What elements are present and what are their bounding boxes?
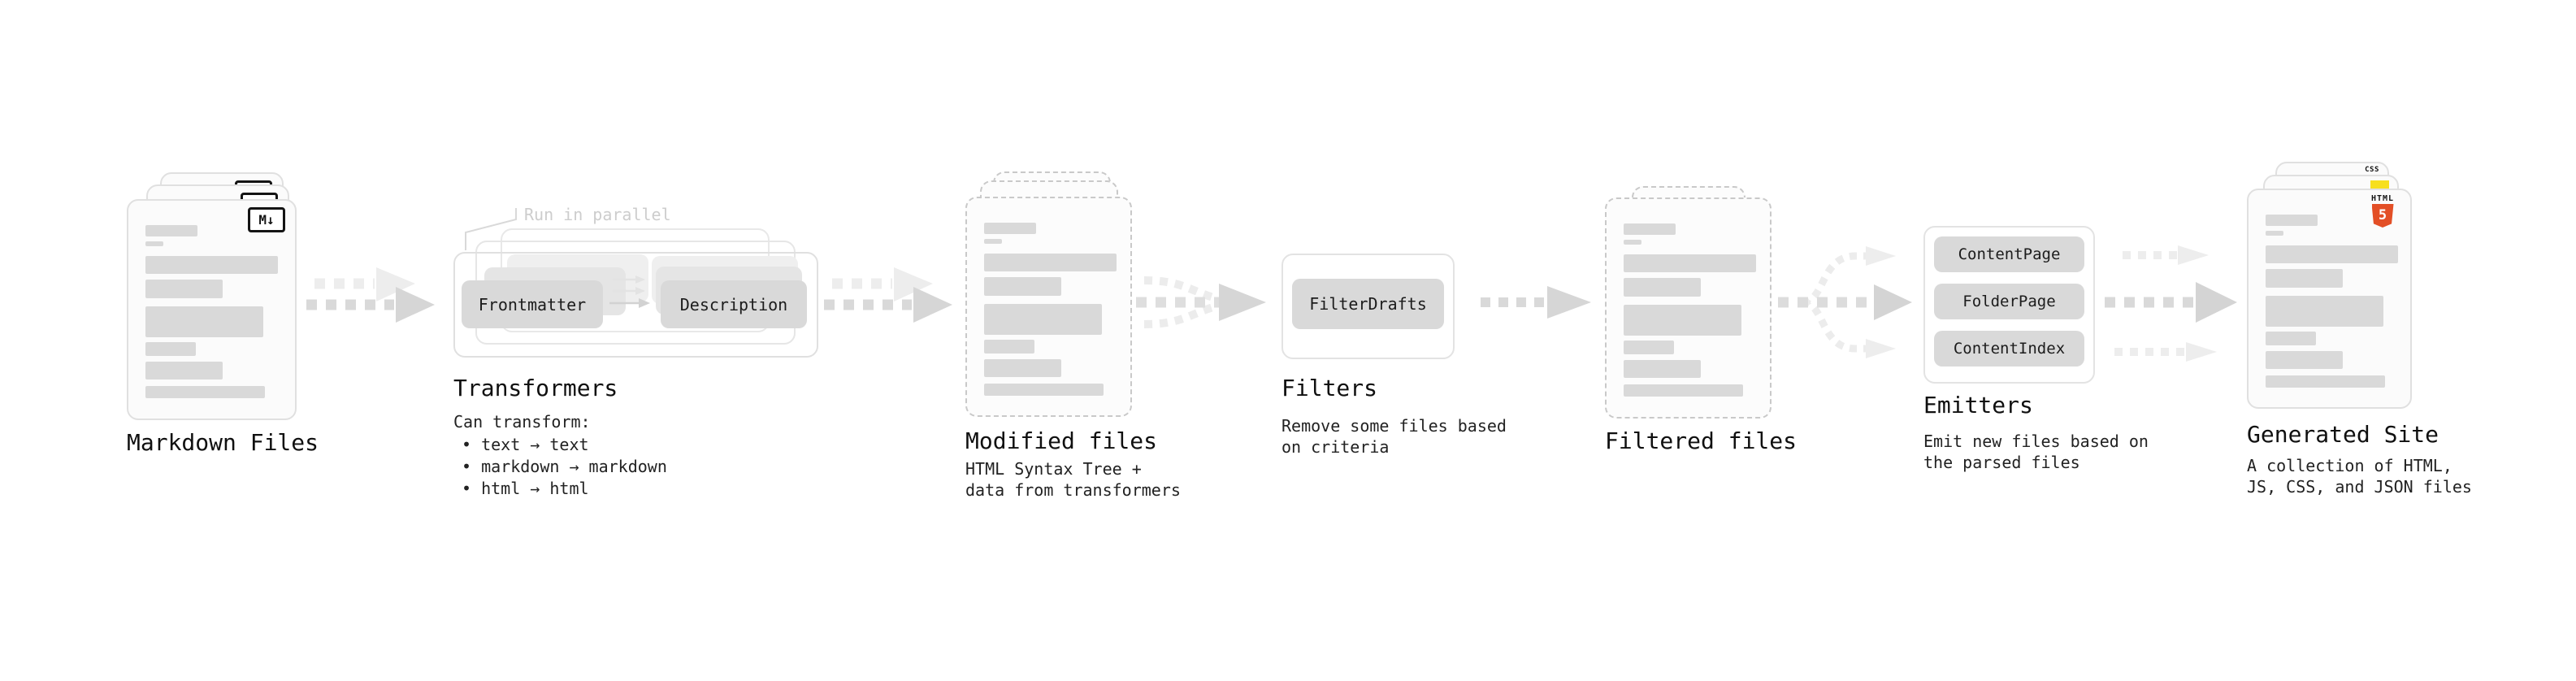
filtered-files-stack bbox=[1605, 186, 1772, 422]
text-placeholder-bar bbox=[1624, 340, 1674, 354]
text-placeholder-bar bbox=[984, 304, 1102, 335]
transformers-bullet-3: • html → html bbox=[462, 479, 589, 498]
text-placeholder-bar bbox=[145, 306, 263, 337]
text-placeholder-bar bbox=[1624, 360, 1701, 378]
folderpage-chip: FolderPage bbox=[1934, 284, 2084, 319]
text-placeholder-bar bbox=[145, 241, 163, 246]
transformers-bullet-1: • text → text bbox=[462, 435, 589, 454]
text-placeholder-bar bbox=[984, 239, 1002, 244]
text-placeholder-bar bbox=[1624, 305, 1741, 336]
text-placeholder-bar bbox=[2266, 296, 2383, 327]
text-placeholder-bar bbox=[145, 225, 197, 236]
filters-desc-1: Remove some files based bbox=[1281, 416, 1507, 436]
text-placeholder-bar bbox=[2266, 332, 2316, 345]
text-placeholder-bar bbox=[1624, 384, 1743, 397]
transformers-bullet-2: • markdown → markdown bbox=[462, 457, 667, 476]
callout-line bbox=[465, 208, 517, 250]
text-placeholder-bar bbox=[984, 223, 1036, 234]
frontmatter-chip: Frontmatter bbox=[462, 280, 603, 328]
text-placeholder-bar bbox=[2266, 375, 2385, 388]
flow-arrow-emitters-to-generated bbox=[2105, 245, 2237, 362]
filters-frame bbox=[1281, 254, 1455, 359]
text-placeholder-bar bbox=[1624, 223, 1676, 235]
markdown-files-stack: M↓ M↓ M↓ bbox=[127, 172, 301, 424]
text-placeholder-bar bbox=[145, 280, 223, 298]
emitters-title: Emitters bbox=[1923, 392, 2033, 419]
generated-site-title: Generated Site bbox=[2247, 421, 2439, 448]
text-placeholder-bar bbox=[984, 340, 1034, 354]
text-placeholder-bar bbox=[984, 359, 1061, 377]
filterdrafts-chip: FilterDrafts bbox=[1292, 279, 1444, 329]
flow-arrow-filtered-to-emitters bbox=[1778, 246, 1912, 358]
filtered-files-title: Filtered files bbox=[1605, 427, 1798, 454]
transformers-title: Transformers bbox=[453, 375, 618, 401]
markdown-file-card-front: M↓ bbox=[127, 199, 297, 420]
text-placeholder-bar bbox=[984, 384, 1104, 396]
modified-files-desc-1: HTML Syntax Tree + bbox=[965, 459, 1142, 479]
contentpage-chip: ContentPage bbox=[1934, 236, 2084, 272]
transformers-desc-heading: Can transform: bbox=[453, 412, 591, 432]
text-placeholder-bar bbox=[2266, 231, 2283, 236]
html-file-card: HTML 5 bbox=[2247, 189, 2412, 409]
modified-files-stack bbox=[965, 171, 1132, 419]
text-placeholder-bar bbox=[145, 362, 223, 380]
markdown-files-title: Markdown Files bbox=[127, 429, 319, 456]
text-placeholder-bar bbox=[2266, 351, 2343, 369]
html5-icon: HTML 5 bbox=[2366, 194, 2400, 228]
modified-files-title: Modified files bbox=[965, 427, 1158, 454]
description-chip: Description bbox=[661, 280, 807, 328]
flow-arrow-transformers-to-modified bbox=[824, 267, 952, 323]
emitters-frame bbox=[1923, 226, 2095, 384]
emitters-desc-2: the parsed files bbox=[1923, 453, 2080, 472]
text-placeholder-bar bbox=[2266, 215, 2318, 226]
text-placeholder-bar bbox=[1624, 240, 1641, 245]
generated-site-desc-2: JS, CSS, and JSON files bbox=[2247, 477, 2472, 497]
markdown-icon: M↓ bbox=[248, 207, 285, 232]
text-placeholder-bar bbox=[145, 386, 265, 398]
text-placeholder-bar bbox=[145, 256, 278, 274]
js-icon bbox=[2370, 180, 2389, 189]
transformer-frame-front bbox=[453, 252, 818, 358]
generated-site-desc-1: A collection of HTML, bbox=[2247, 456, 2452, 475]
modified-file-card-front bbox=[965, 197, 1132, 417]
contentindex-chip: ContentIndex bbox=[1934, 331, 2084, 367]
filtered-file-card-front bbox=[1605, 197, 1772, 419]
transform-mini-arrows bbox=[609, 275, 650, 308]
flow-arrow-filters-to-filtered bbox=[1481, 286, 1591, 319]
text-placeholder-bar bbox=[1624, 254, 1756, 272]
text-placeholder-bar bbox=[2266, 269, 2343, 288]
filters-title: Filters bbox=[1281, 375, 1378, 401]
emitters-desc-1: Emit new files based on bbox=[1923, 432, 2149, 451]
modified-files-desc-2: data from transformers bbox=[965, 480, 1181, 500]
text-placeholder-bar bbox=[1624, 278, 1701, 297]
generated-site-stack: CSS HTML 5 bbox=[2247, 162, 2418, 412]
text-placeholder-bar bbox=[145, 342, 196, 356]
text-placeholder-bar bbox=[2266, 245, 2398, 263]
flow-arrow-modified-to-filters bbox=[1136, 276, 1266, 328]
filters-desc-2: on criteria bbox=[1281, 437, 1390, 457]
text-placeholder-bar bbox=[984, 254, 1117, 271]
text-placeholder-bar bbox=[984, 277, 1061, 296]
flow-arrow-markdown-to-transformers bbox=[306, 267, 435, 323]
run-in-parallel-label: Run in parallel bbox=[524, 205, 671, 224]
